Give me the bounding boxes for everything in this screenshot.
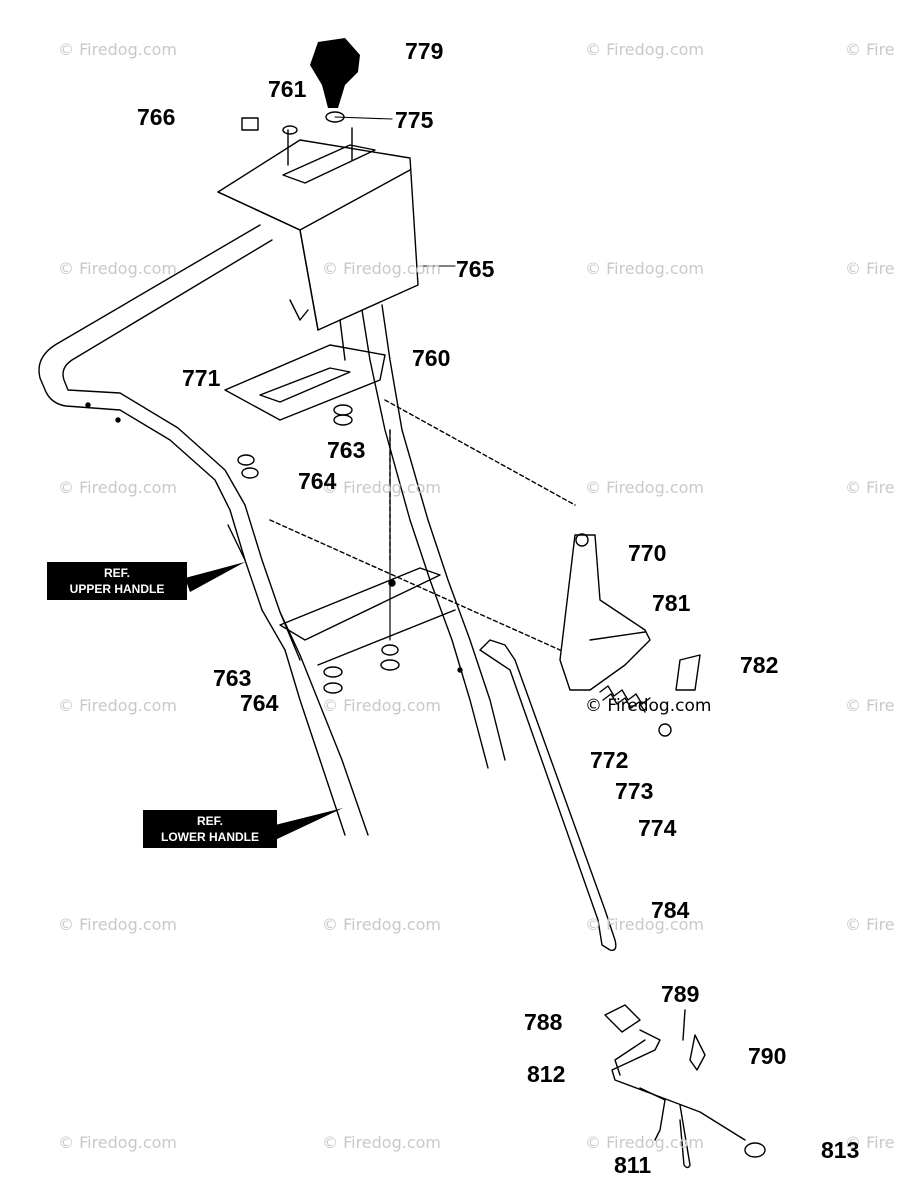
watermark-text: © Firedog.com — [58, 696, 177, 715]
leader-lines — [334, 116, 456, 267]
part-label: 764 — [298, 468, 337, 494]
part-label: 779 — [405, 38, 444, 64]
watermark-text: © Firedog.com — [585, 259, 704, 278]
watermark-text: © Firedog.com — [58, 915, 177, 934]
part-label: 775 — [395, 107, 434, 133]
part-label: 812 — [527, 1061, 566, 1087]
watermark-text: © Fire — [845, 478, 895, 497]
watermark-text: © Firedog.com — [322, 696, 441, 715]
watermark-text: © Firedog.com — [322, 1133, 441, 1152]
lower-handle-tube — [279, 611, 369, 836]
lower-handle-ref-arrow — [275, 808, 343, 840]
part-label: 763 — [213, 665, 252, 691]
alignment-lines — [269, 399, 576, 651]
watermark-text: © Fire — [845, 259, 895, 278]
watermark-text: © Firedog.com — [58, 1133, 177, 1152]
watermark-text: © Firedog.com — [58, 478, 177, 497]
watermark-text: © Fire — [845, 1133, 895, 1152]
lower-handle-ref-box: REF. LOWER HANDLE — [143, 810, 277, 848]
upper-handle-tube — [38, 224, 301, 656]
mounting-plate — [224, 344, 386, 421]
part-label: 784 — [651, 897, 690, 923]
part-label: 811 — [614, 1152, 652, 1178]
part-label: 790 — [748, 1043, 787, 1069]
part-label: 774 — [638, 815, 677, 841]
part-label: 765 — [456, 256, 495, 282]
part-label: 813 — [821, 1137, 860, 1163]
part-label: 789 — [661, 981, 700, 1007]
shift-lever-assembly — [604, 1004, 766, 1169]
part-label: 782 — [740, 652, 779, 678]
watermark-text: © Firedog.com — [585, 40, 704, 59]
part-label: 763 — [327, 437, 366, 463]
bracket — [559, 533, 651, 691]
part-label: 764 — [240, 690, 279, 716]
part-label: 773 — [615, 778, 654, 804]
watermark-text: © Firedog.com — [322, 915, 441, 934]
part-label: 781 — [652, 590, 691, 616]
shift-knob — [310, 38, 360, 108]
control-box — [217, 139, 419, 331]
cross-brace — [279, 567, 456, 666]
watermark-text: © Fire — [845, 40, 895, 59]
watermark-text: © Firedog.com — [585, 915, 704, 934]
ref-box-line: UPPER HANDLE — [69, 582, 165, 596]
watermark-text: © Firedog.com — [585, 1133, 704, 1152]
fasteners — [85, 111, 463, 694]
right-handle-tube — [339, 304, 506, 769]
part-label: 761 — [268, 76, 307, 102]
spring-assembly — [599, 654, 701, 737]
upper-handle-ref-arrow — [185, 562, 245, 592]
part-label: 771 — [182, 365, 221, 391]
watermark-text: © Firedog.com — [322, 478, 441, 497]
part-label: 772 — [590, 747, 629, 773]
part-label: 766 — [137, 104, 176, 130]
ref-box-line: REF. — [196, 814, 223, 828]
ref-box-line: LOWER HANDLE — [161, 830, 259, 844]
ref-box-line: REF. — [103, 566, 130, 580]
upper-handle-ref-box: REF. UPPER HANDLE — [47, 562, 187, 600]
watermark-text: © Firedog.com — [585, 696, 712, 716]
watermark-text: © Firedog.com — [58, 259, 177, 278]
watermark-text: © Firedog.com — [585, 478, 704, 497]
part-label: 770 — [628, 540, 667, 566]
control-rod — [479, 639, 617, 951]
watermark-text: © Firedog.com — [58, 40, 177, 59]
watermark-text: © Fire — [845, 696, 895, 715]
part-label: 760 — [412, 345, 451, 371]
watermark-text: © Fire — [845, 915, 895, 934]
watermark-text: © Firedog.com — [322, 259, 441, 278]
part-label: 788 — [524, 1009, 563, 1035]
